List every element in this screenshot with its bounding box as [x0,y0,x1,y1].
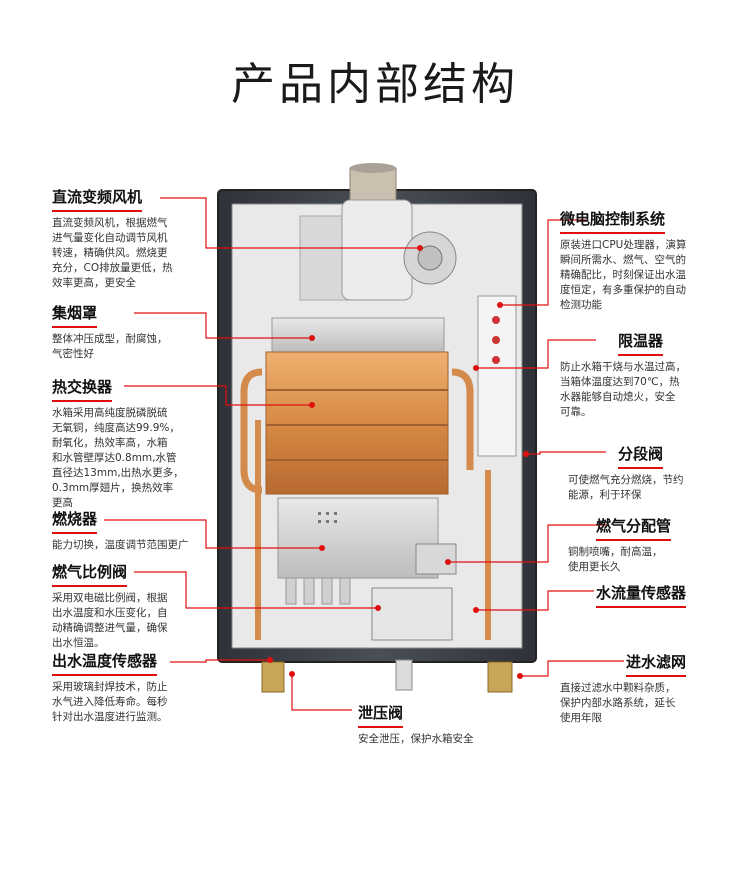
label-fan-desc: 直流变频风机，根据燃气 进气量变化自动调节风机 转速，精确供风。燃烧更 充分，C… [52,217,173,289]
label-filter-desc: 直接过滤水中颗料杂质， 保护内部水路系统，延长 使用年限 [560,682,676,724]
flue-pipe [349,167,397,205]
label-manifold-desc: 铜制喷嘴，耐高温， 使用更长久 [568,546,663,573]
label-burner-title: 燃烧器 [52,508,98,534]
label-outlet-sensor-title: 出水温度传感器 [52,650,158,676]
label-exchanger: 热交换器 水箱采用高纯度脱磷脱硫 无氧铜，纯度高达99.9%， 耐氧化，热效率高… [52,376,222,511]
inlet-fitting [487,661,513,693]
label-fan: 直流变频风机 直流变频风机，根据燃气 进气量变化自动调节风机 转速，精确供风。燃… [52,186,222,291]
label-segment: 分段阀 可使燃气充分燃烧，节约 能源，利于环保 [568,443,740,503]
label-hood: 集烟罩 整体冲压成型，耐腐蚀， 气密性好 [52,302,222,362]
label-fan-title: 直流变频风机 [52,186,143,212]
burner [277,497,439,605]
label-micro-title: 微电脑控制系统 [560,208,666,234]
heat-exchanger [240,351,474,495]
label-micro-desc: 原装进口CPU处理器，演算 瞬间所需水、燃气、空气的 精确配比，时刻保证出水温 … [560,239,687,311]
label-hood-desc: 整体冲压成型，耐腐蚀， 气密性好 [52,333,168,360]
label-limiter: 限温器 防止水箱干烧与水温过高， 当箱体温度达到70℃，热 水器能够自动熄火，安… [560,330,740,420]
leader-lines [104,197,624,711]
label-manifold-title: 燃气分配管 [596,515,672,541]
label-filter-title: 进水滤网 [626,651,687,677]
label-relief-desc: 安全泄压，保护水箱安全 [358,733,474,745]
gas-manifold [415,543,457,575]
gas-valve [371,587,453,641]
label-exchanger-title: 热交换器 [52,376,113,402]
label-relief-title: 泄压阀 [358,702,404,728]
label-outlet-sensor-desc: 采用玻璃封焊技术，防止 水气进入降低寿命。每秒 针对出水温度进行监测。 [52,681,168,723]
label-segment-desc: 可使燃气充分燃烧，节约 能源，利于环保 [568,474,684,501]
label-exchanger-desc: 水箱采用高纯度脱磷脱硫 无氧铜，纯度高达99.9%， 耐氧化，热效率高，水箱 和… [52,407,184,509]
label-limiter-desc: 防止水箱干烧与水温过高， 当箱体温度达到70℃，热 水器能够自动熄火，安全 可靠… [560,361,686,418]
label-valve: 燃气比例阀 采用双电磁比例阀，根据 出水温度和水压变化，自 动精确调整进气量，确… [52,561,222,651]
label-flow-sensor: 水流量传感器 [596,582,740,608]
label-valve-desc: 采用双电磁比例阀，根据 出水温度和水压变化，自 动精确调整进气量，确保 出水恒温… [52,592,168,649]
label-segment-title: 分段阀 [618,443,664,469]
smoke-hood [271,317,445,353]
outlet-fitting [261,661,285,693]
label-burner-desc: 能力切换，温度调节范围更广 [52,539,189,551]
label-relief: 泄压阀 安全泄压，保护水箱安全 [358,702,528,747]
label-valve-title: 燃气比例阀 [52,561,128,587]
label-filter: 进水滤网 直接过滤水中颗料杂质， 保护内部水路系统，延长 使用年限 [560,651,740,726]
page-title: 产品内部结构 [231,59,519,110]
label-micro: 微电脑控制系统 原装进口CPU处理器，演算 瞬间所需水、燃气、空气的 精确配比，… [560,208,740,313]
label-outlet-sensor: 出水温度传感器 采用玻璃封焊技术，防止 水气进入降低寿命。每秒 针对出水温度进行… [52,650,222,725]
relief-fitting [395,659,413,691]
label-burner: 燃烧器 能力切换，温度调节范围更广 [52,508,252,553]
label-flow-sensor-title: 水流量传感器 [596,582,687,608]
fan-assembly [299,199,457,301]
label-manifold: 燃气分配管 铜制喷嘴，耐高温， 使用更长久 [568,515,740,575]
label-limiter-title: 限温器 [618,330,664,356]
label-hood-title: 集烟罩 [52,302,98,328]
